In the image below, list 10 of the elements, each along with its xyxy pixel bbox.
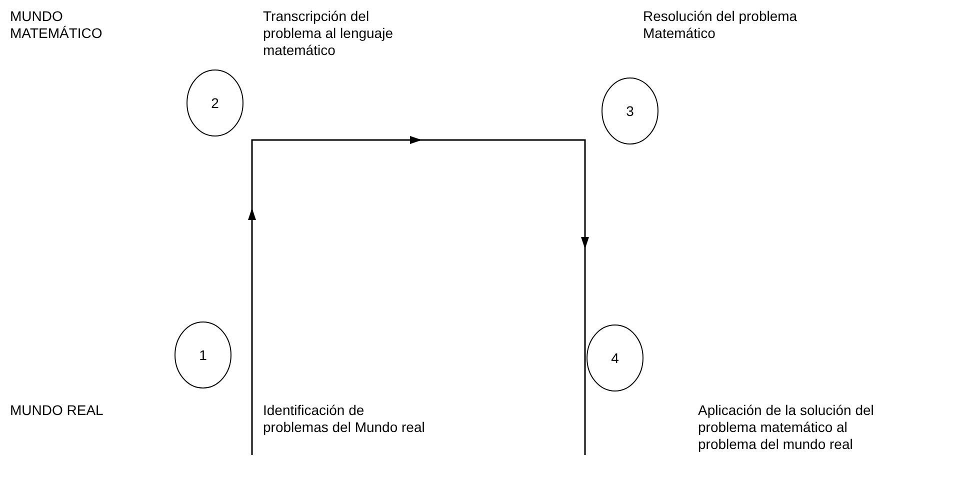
text-label: Resolución del problema Matemático xyxy=(643,8,798,42)
text-label: MUNDO REAL xyxy=(10,402,104,419)
step-number: 3 xyxy=(626,103,634,119)
text-label: Identificación de problemas del Mundo real xyxy=(263,402,426,436)
text-label: MUNDO MATEMÁTICO xyxy=(10,8,104,42)
step-number: 2 xyxy=(211,95,219,111)
step-number: 1 xyxy=(199,347,207,363)
step-number: 4 xyxy=(611,350,619,366)
text-label: Transcripción del problema al lenguaje matemático xyxy=(263,8,394,59)
text-label: Aplicación de la solución del problema matemático al problema del mundo real xyxy=(698,402,875,453)
